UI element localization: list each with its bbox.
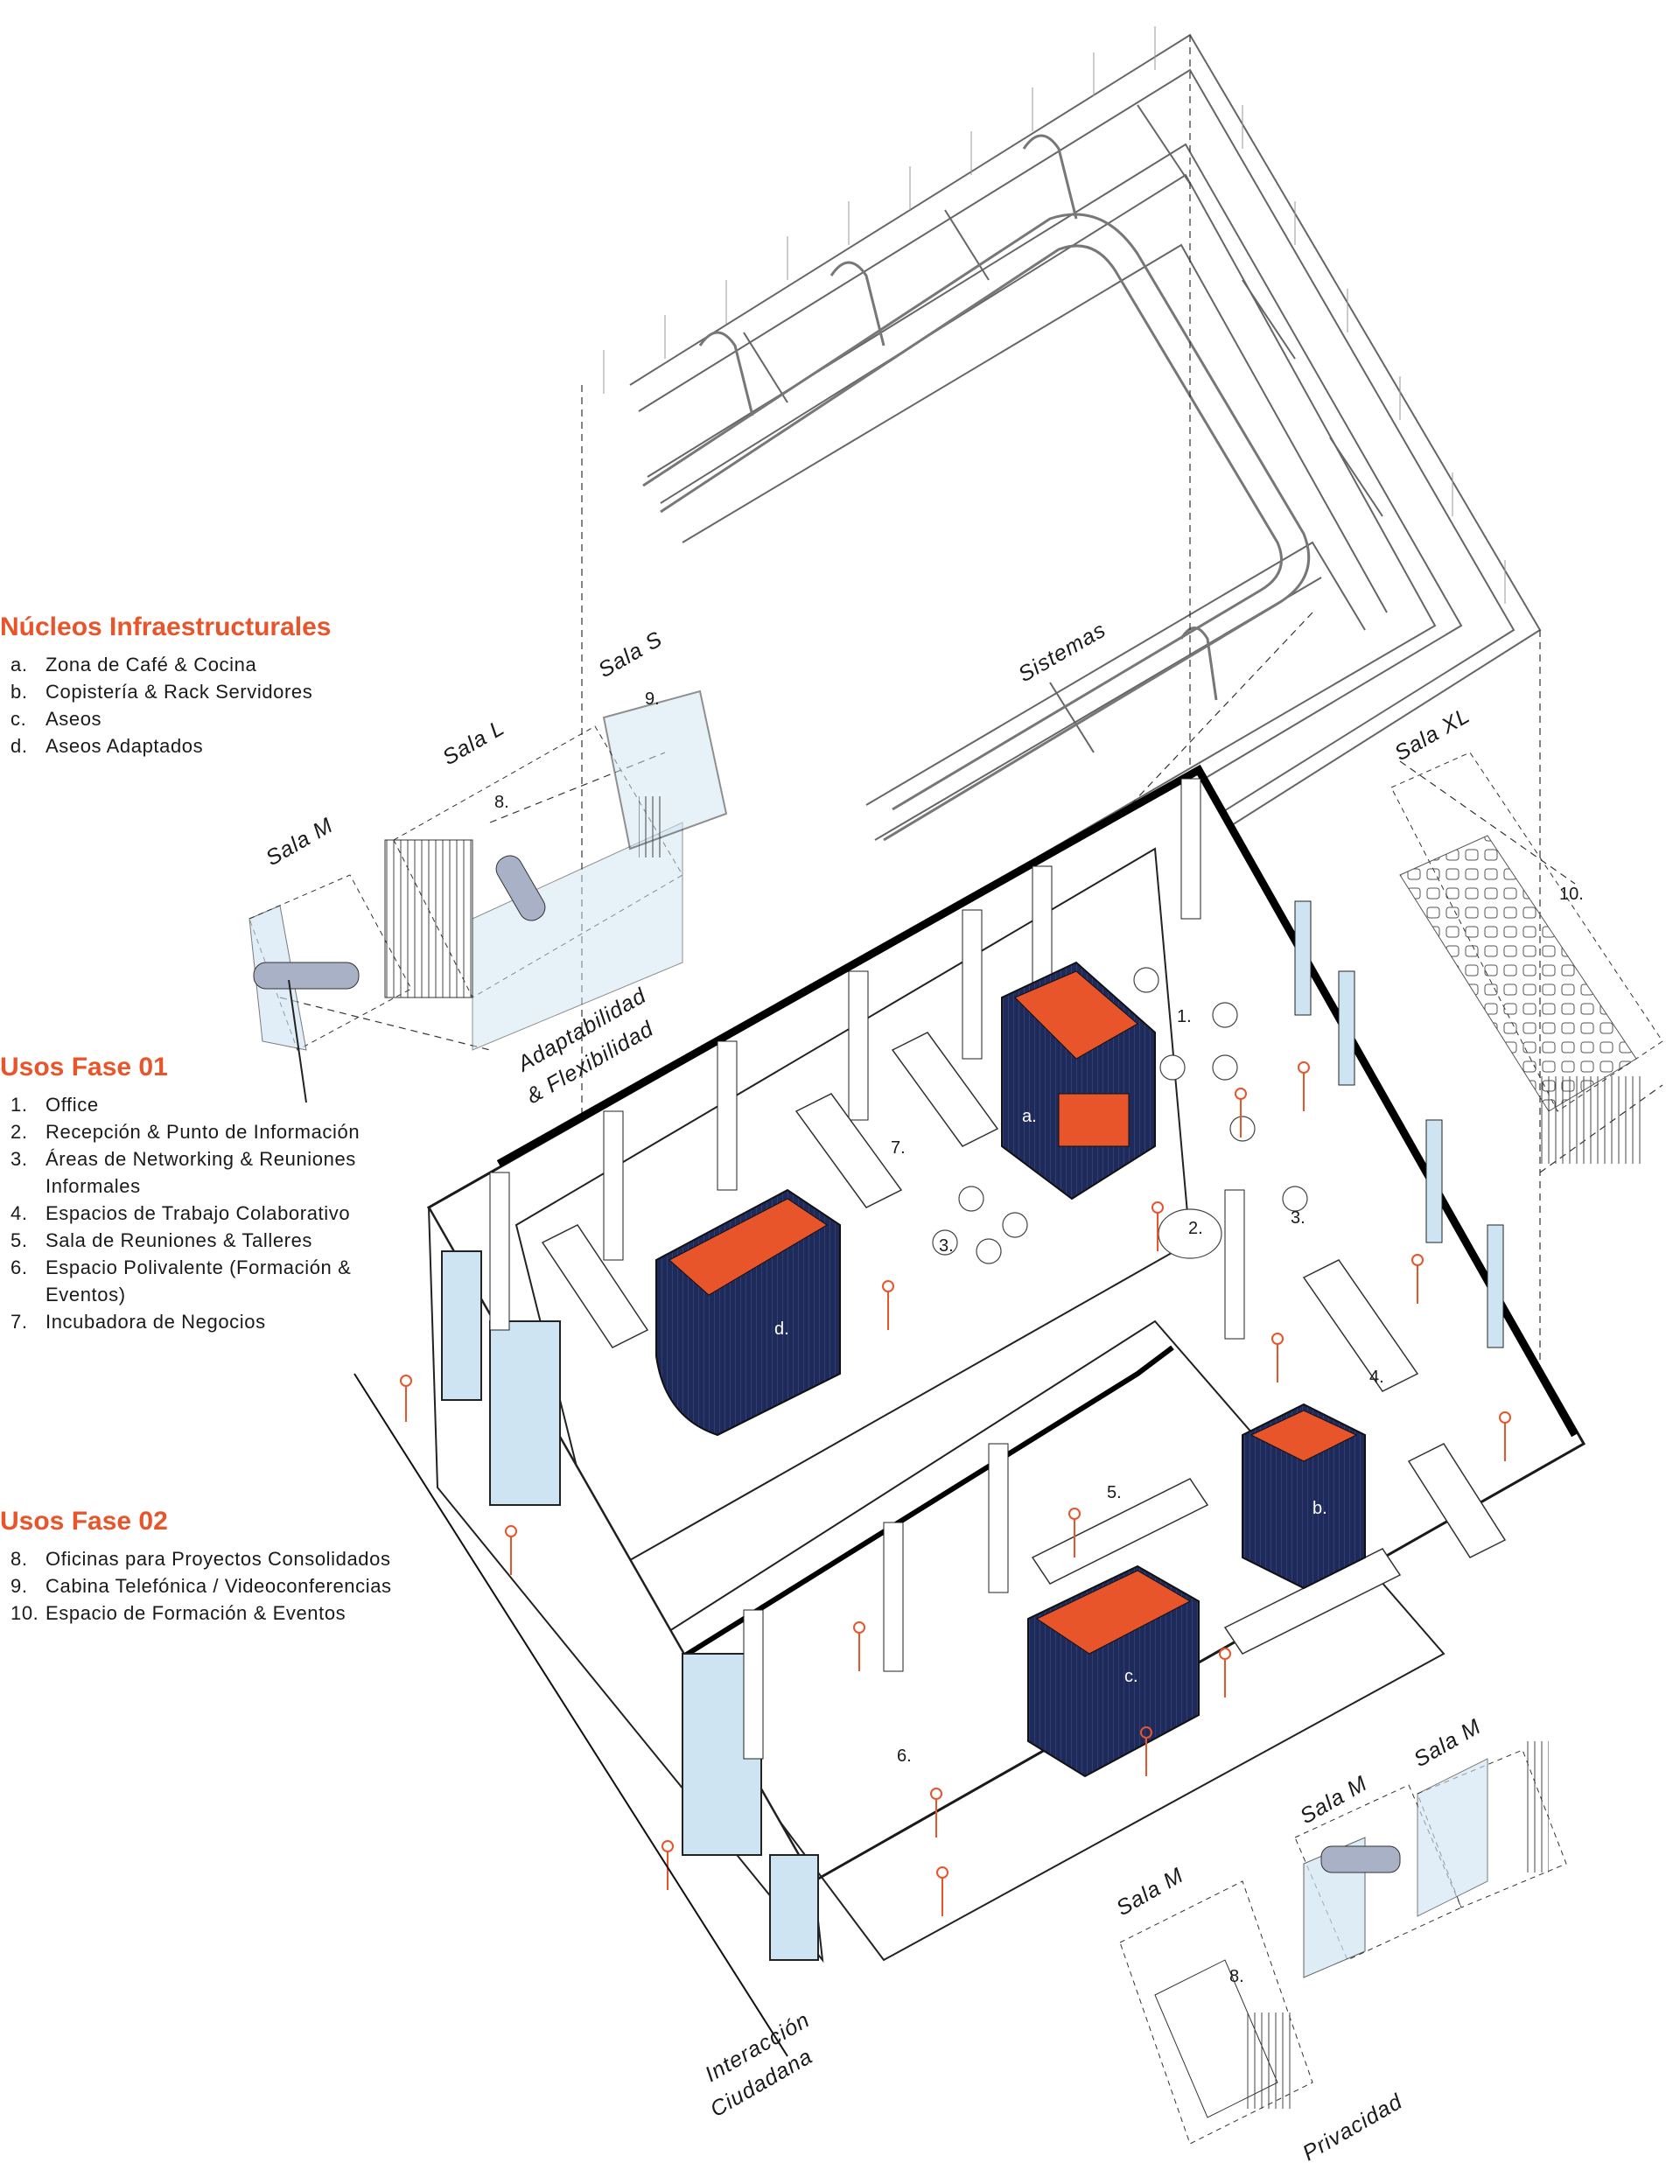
label-privacidad: Privacidad [1298, 2090, 1407, 2166]
core-d [655, 1188, 841, 1437]
label-sala-m-right2: Sala M [1410, 1714, 1486, 1772]
legend: Núcleos Infraestructurales a.Zona de Caf… [0, 612, 411, 1624]
sala-l-room [384, 725, 683, 1051]
legend-item: 8.Oficinas para Proyectos Consolidados [10, 1548, 391, 1570]
tag-10: 10. [1559, 885, 1584, 904]
core-b [1242, 1403, 1366, 1590]
tag-8a: 8. [494, 793, 509, 812]
legend-item: d.Aseos Adaptados [10, 735, 204, 757]
label-sistemas: Sistemas [1014, 618, 1110, 688]
hangers [603, 26, 1506, 604]
core-c [1027, 1564, 1200, 1778]
ductwork [642, 134, 1311, 842]
core-a [1001, 961, 1156, 1200]
street-edge [354, 1373, 788, 2057]
tag-core-d: d. [774, 1320, 789, 1339]
legend-title: Usos Fase 01 [0, 1053, 168, 1082]
label-sala-m-top: Sala M [262, 813, 338, 871]
tag-4: 4. [1369, 1368, 1384, 1387]
label-sala-m-bottom: Sala M [1112, 1863, 1188, 1921]
legend-item: b.Copistería & Rack Servidores [10, 681, 313, 703]
legend-item: 9.Cabina Telefónica / Videoconferencias [10, 1575, 392, 1597]
label-sala-m-right1: Sala M [1296, 1771, 1372, 1829]
sala-xl-room [1390, 752, 1663, 1164]
legend-item: 10.Espacio de Formación & Eventos [10, 1602, 346, 1624]
sala-m-bottom-room [1119, 1880, 1313, 2145]
sala-s-room [602, 690, 728, 858]
tag-8b: 8. [1229, 1967, 1244, 1986]
legend-title: Usos Fase 02 [0, 1507, 168, 1536]
legend-item: 3.Áreas de Networking & Reuniones Inform… [10, 1148, 356, 1197]
legend-group-nucleos: Núcleos Infraestructurales a.Zona de Caf… [0, 612, 411, 760]
label-sala-s: Sala S [594, 626, 667, 682]
legend-item: 6.Espacio Polivalente (Formación & Event… [10, 1256, 352, 1306]
label-sala-l: Sala L [438, 716, 509, 771]
tag-core-b: b. [1312, 1499, 1327, 1518]
furniture-tables [541, 1032, 1507, 1655]
sala-m-top-room [248, 874, 412, 1103]
legend-group-fase-02: Usos Fase 02 8.Oficinas para Proyectos C… [0, 1507, 413, 1627]
tag-5: 5. [1107, 1483, 1122, 1502]
legend-item: 5.Sala de Reuniones & Talleres [10, 1229, 313, 1251]
tag-7: 7. [891, 1138, 906, 1158]
tag-core-c: c. [1124, 1667, 1138, 1686]
legend-title: Núcleos Infraestructurales [0, 612, 332, 641]
legend-item: c.Aseos [10, 708, 102, 730]
systems-frame [629, 33, 1542, 963]
tag-core-a: a. [1022, 1107, 1037, 1126]
legend-item: 1.Office [10, 1094, 99, 1116]
sala-m-right-rooms [1294, 1741, 1567, 1978]
tag-6: 6. [897, 1746, 912, 1766]
legend-item: a.Zona de Café & Cocina [10, 654, 257, 676]
tag-9: 9. [645, 690, 660, 709]
legend-item: 7.Incubadora de Negocios [10, 1311, 266, 1333]
tag-1: 1. [1177, 1007, 1192, 1026]
legend-group-fase-01: Usos Fase 01 1.Office 2.Recepción & Punt… [0, 1053, 360, 1335]
tag-3b: 3. [1291, 1208, 1306, 1228]
legend-item: 2.Recepción & Punto de Información [10, 1121, 360, 1143]
tag-2: 2. [1188, 1219, 1203, 1238]
people [400, 1061, 1511, 1916]
furniture-chairs [932, 967, 1308, 1264]
legend-item: 4.Espacios de Trabajo Colaborativo [10, 1202, 351, 1224]
tag-3a: 3. [939, 1236, 954, 1256]
